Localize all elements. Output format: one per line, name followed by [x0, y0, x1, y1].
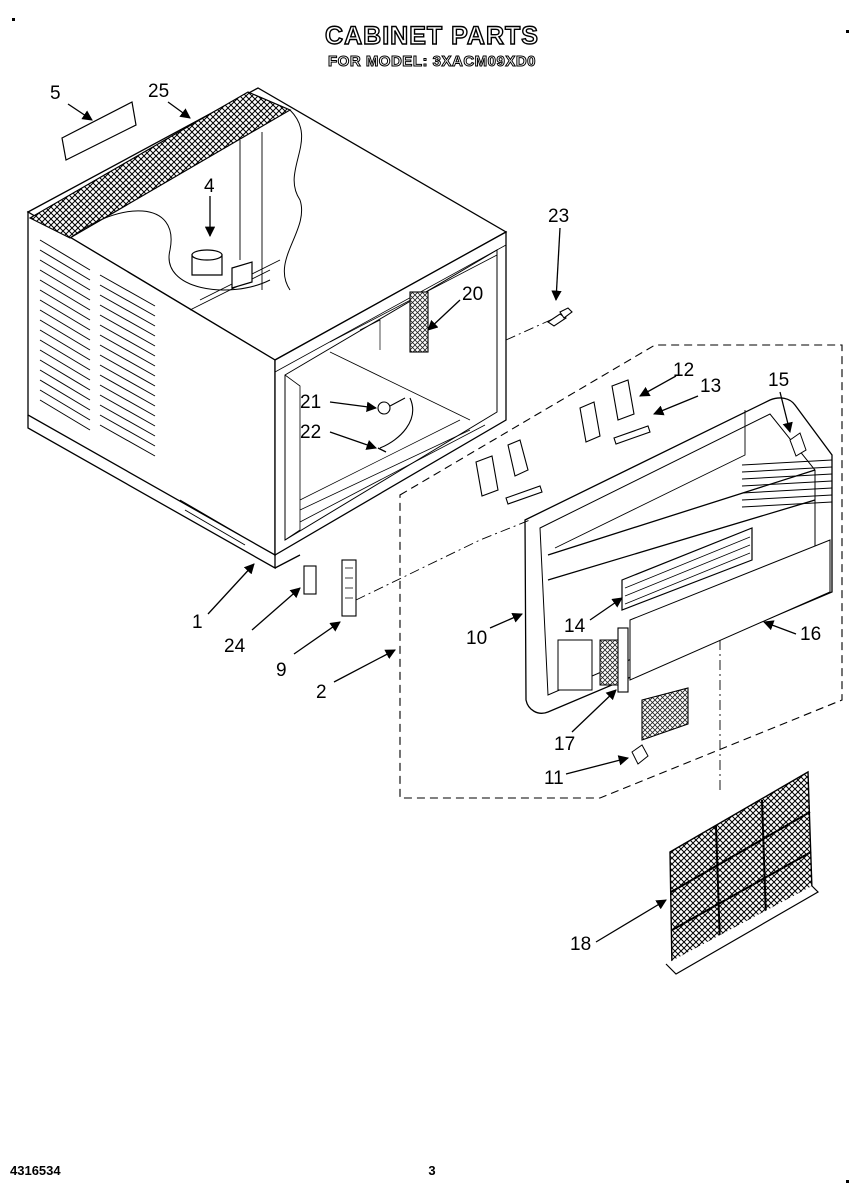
callout-arrows	[67, 101, 797, 943]
knob-part-21	[377, 397, 414, 449]
registration-mark	[846, 30, 849, 33]
trim-part-17	[617, 627, 629, 693]
registration-mark	[846, 1180, 849, 1183]
callout-12: 12	[673, 360, 694, 381]
callout-23: 23	[548, 206, 569, 227]
screw-part-23	[547, 307, 573, 327]
callout-14: 14	[564, 616, 586, 637]
callout-9: 9	[276, 660, 287, 681]
callout-2: 2	[316, 682, 327, 703]
callout-25: 25	[148, 81, 169, 102]
callout-1: 1	[192, 612, 203, 633]
callout-21: 21	[300, 392, 321, 413]
callout-16: 16	[800, 624, 821, 645]
callout-15: 15	[768, 370, 789, 391]
bracket-part-20	[409, 291, 429, 353]
page-number: 3	[428, 1163, 436, 1178]
front-panel-top-vents	[741, 459, 833, 508]
callout-numbers: 5 25 4 23 20 21 22 12 13 15 1 24 9 2 10 …	[50, 81, 821, 955]
part-number: 4316534	[10, 1163, 61, 1178]
page-title: CABINET PARTS	[324, 21, 539, 50]
pad-part-24	[303, 565, 317, 595]
leader-lines	[355, 317, 721, 790]
top-panel-lines	[189, 132, 281, 311]
label-part-5	[61, 101, 137, 161]
clips-part-12	[475, 379, 635, 497]
strip-part-9-marks	[345, 567, 353, 599]
capacitor-clip-part-4	[191, 249, 253, 289]
control-knob-area	[557, 639, 623, 691]
cabinet-side-louvers	[39, 239, 246, 546]
callout-5: 5	[50, 83, 61, 104]
front-assembly-part-2	[399, 344, 843, 799]
callout-18: 18	[570, 934, 591, 955]
wire-part-22	[377, 447, 387, 453]
panel-door-part-16	[629, 539, 831, 681]
top-wiring	[69, 109, 303, 291]
callout-20: 20	[462, 284, 483, 305]
callout-11: 11	[544, 768, 564, 789]
callout-4: 4	[204, 176, 215, 197]
model-subtitle: FOR MODEL: 3XACM09XD0	[327, 53, 537, 71]
cabinet-part-1	[26, 87, 508, 570]
callout-22: 22	[300, 422, 321, 443]
callout-24: 24	[224, 636, 246, 657]
air-filter-part-18	[665, 770, 819, 975]
registration-mark	[12, 18, 15, 21]
callout-13: 13	[700, 376, 721, 397]
small-grille-part-11	[631, 687, 689, 765]
clip-part-15	[789, 432, 807, 457]
clips-part-13	[505, 425, 651, 505]
callout-10: 10	[466, 628, 487, 649]
callout-17: 17	[554, 734, 575, 755]
